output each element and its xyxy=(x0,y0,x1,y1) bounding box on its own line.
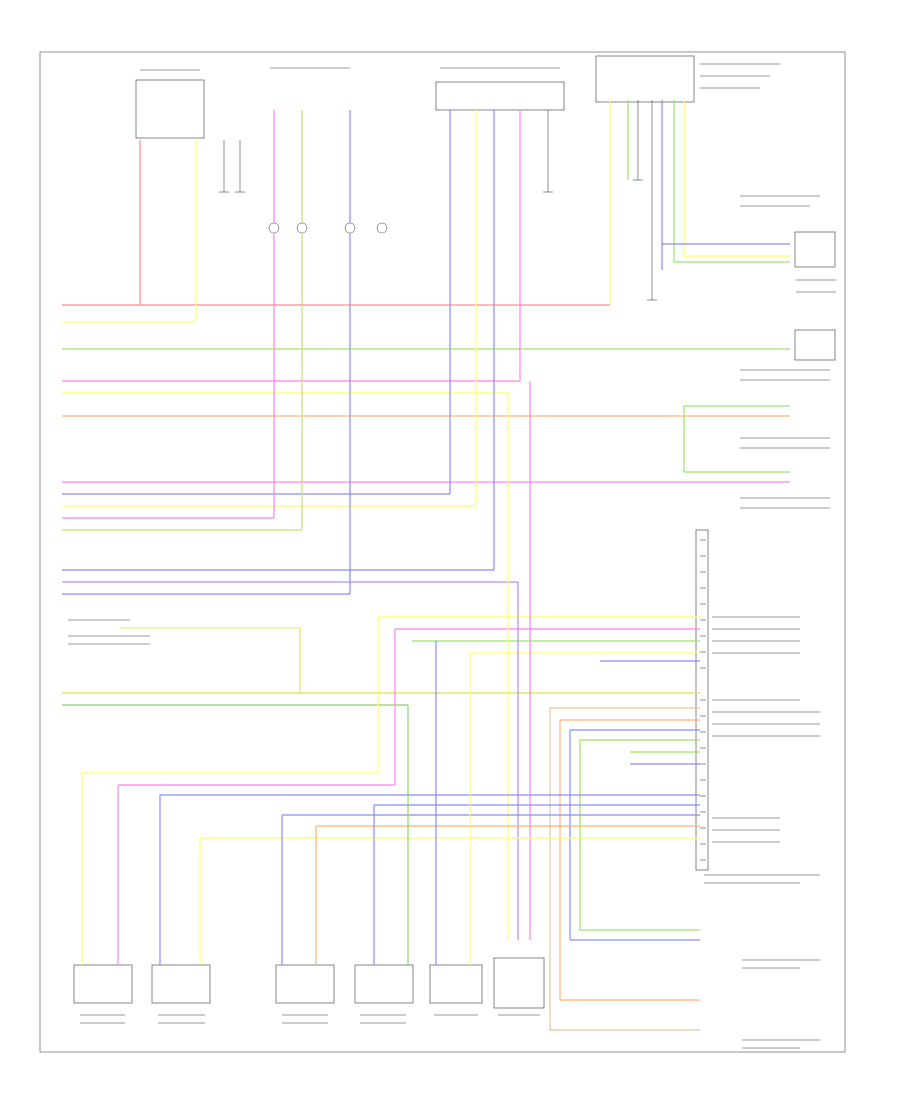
left-side-impact-sensor xyxy=(275,964,335,1004)
occupant-classification-connector xyxy=(435,81,565,111)
diagram-frame xyxy=(39,51,846,1053)
passenger-seat-position-sensor xyxy=(429,964,483,1004)
passenger-seat-weight-sensor xyxy=(493,957,545,1009)
lower-b-pillar-ground-box xyxy=(794,231,836,268)
seat-belt-pretensioner-box xyxy=(794,329,836,361)
rcm-pin-marks xyxy=(700,539,706,861)
restraints-control-module-top-connector xyxy=(595,55,695,103)
inline-connectors xyxy=(268,222,388,234)
passenger-seatbelt-buckle-switch xyxy=(135,79,205,139)
right-side-impact-sensor xyxy=(354,964,414,1004)
passenger-knee-airbag-module xyxy=(73,964,133,1004)
label-marks xyxy=(68,63,836,1049)
ground-symbols xyxy=(219,100,657,301)
passenger-airbag-module xyxy=(151,964,211,1004)
